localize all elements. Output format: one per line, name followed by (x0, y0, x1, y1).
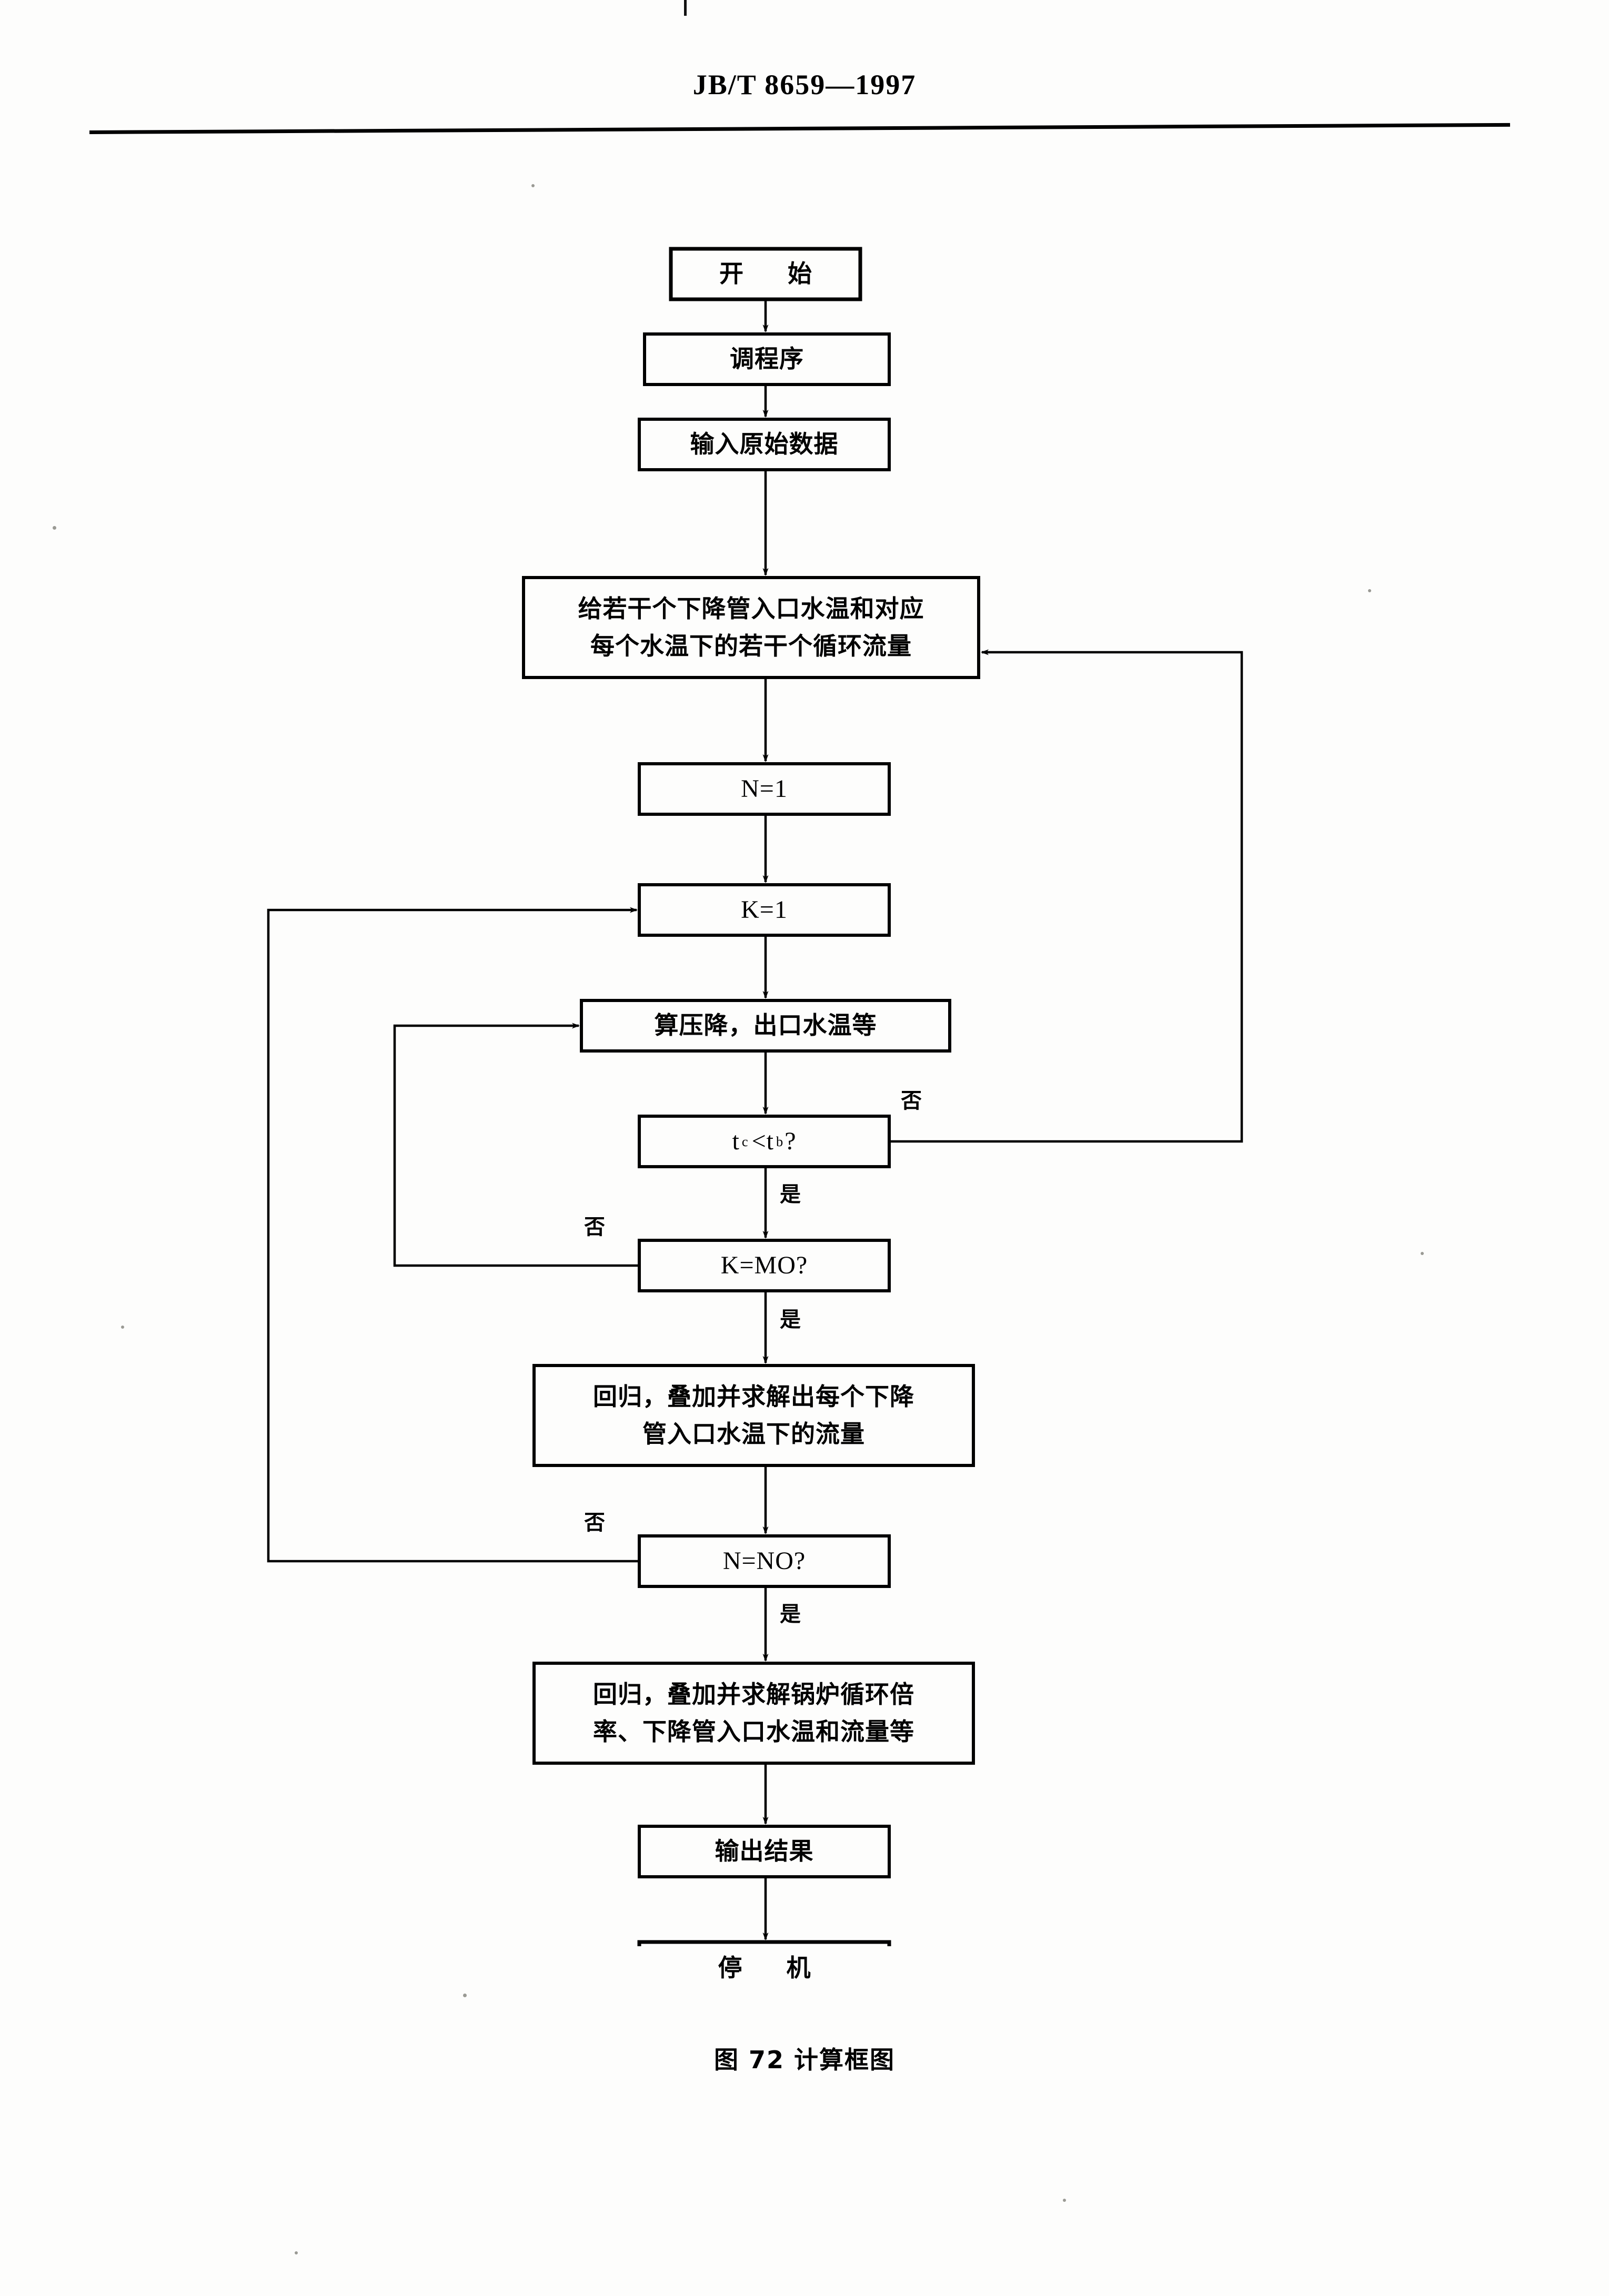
node-stop (637, 1940, 891, 1946)
scan-speck (1421, 1252, 1424, 1255)
scan-speck (463, 1994, 467, 1997)
node-calc (580, 999, 951, 1053)
branch-label-condk-no: 否 (584, 1215, 605, 1239)
node-n-init (638, 762, 891, 816)
branch-label-condn-no: 否 (584, 1511, 605, 1535)
scan-speck (53, 526, 56, 530)
branch-label-condt-yes: 是 (780, 1182, 801, 1207)
node-give-temps (522, 576, 980, 679)
branch-label-condt-no: 否 (901, 1089, 922, 1113)
node-regress-2 (532, 1662, 975, 1765)
node-cond-t (638, 1115, 891, 1168)
node-k-init (638, 883, 891, 937)
node-input-data (638, 418, 891, 471)
node-call-prog (643, 332, 891, 386)
scan-tick-mark (684, 0, 687, 16)
node-stop-label: 停 机 (718, 1954, 829, 1983)
flowchart-svg (267, 247, 1243, 1946)
branch-label-condk-yes: 是 (780, 1308, 801, 1332)
scan-speck (295, 2251, 298, 2254)
standard-number-header: JB/T 8659—1997 (692, 69, 917, 100)
node-start (669, 247, 862, 301)
node-cond-k (638, 1239, 891, 1292)
edge-condt-no-to-givetemps (889, 649, 1243, 1143)
scan-speck (121, 1326, 124, 1329)
edge-condn-no-to-kinit (267, 907, 639, 1563)
node-regress-1 (532, 1364, 975, 1467)
edge-condk-no-to-calc (393, 1023, 639, 1267)
scan-speck (1063, 2199, 1066, 2202)
node-output (638, 1825, 891, 1878)
header-divider-rule (89, 123, 1510, 134)
scan-speck (531, 184, 535, 187)
flowchart-canvas: 开 始 调程序 输入原始数据 给若干个下降管入口水温和对应 每个水温下的若干个循… (0, 158, 1609, 1982)
node-cond-n (638, 1534, 891, 1588)
branch-label-condn-yes: 是 (780, 1602, 801, 1626)
figure-caption: 图 72 计算框图 (713, 2046, 896, 2074)
scan-speck (1368, 589, 1371, 592)
